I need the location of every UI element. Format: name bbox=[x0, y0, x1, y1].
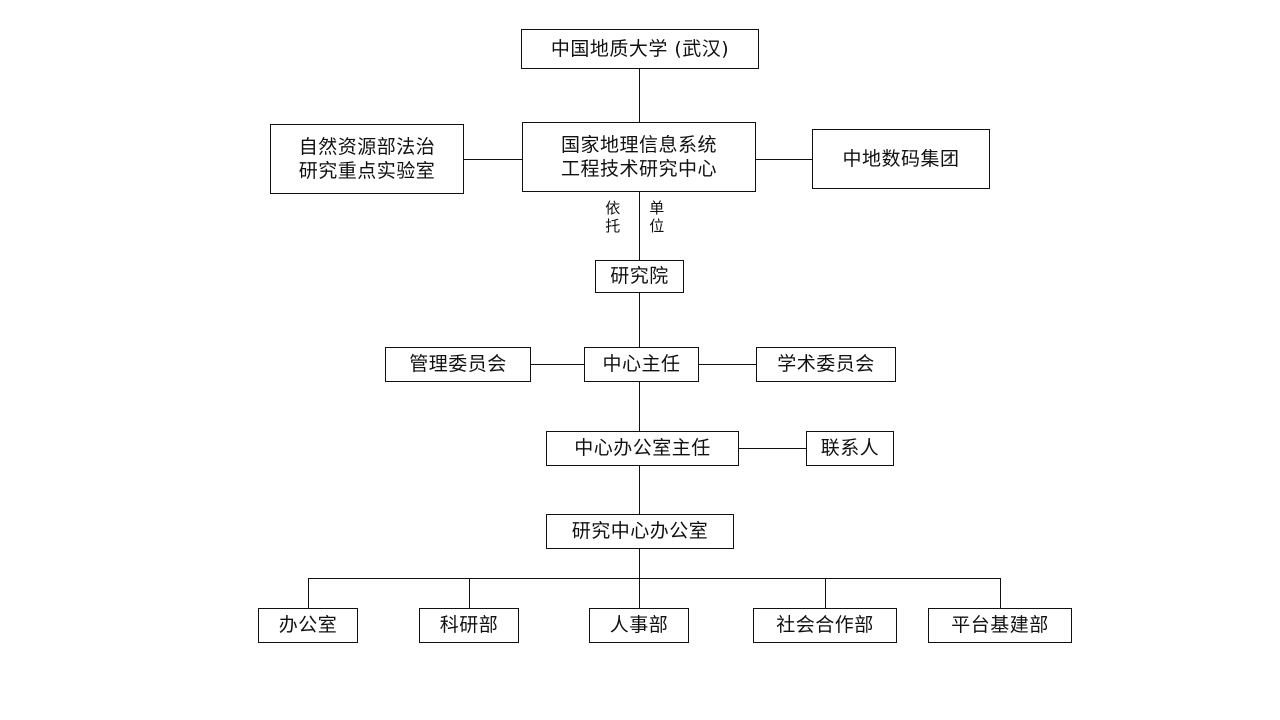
node-center-office-label: 研究中心办公室 bbox=[571, 520, 709, 543]
connector-drop-department-3 bbox=[639, 578, 641, 608]
connector-director-to-academic bbox=[698, 364, 756, 366]
edge-label-support-right: 单位 bbox=[648, 199, 666, 235]
node-center-director-label: 中心主任 bbox=[602, 353, 681, 376]
connector-center-to-institute bbox=[639, 192, 641, 261]
node-center-director[interactable]: 中心主任 bbox=[584, 347, 699, 382]
connector-keylab-to-center bbox=[464, 159, 522, 161]
node-department-research[interactable]: 科研部 bbox=[419, 608, 519, 643]
node-office-director[interactable]: 中心办公室主任 bbox=[546, 431, 739, 466]
connector-director-to-office-director bbox=[639, 382, 641, 431]
node-department-hr[interactable]: 人事部 bbox=[589, 608, 689, 643]
node-department-office-label: 办公室 bbox=[278, 614, 338, 637]
node-department-platform-construction[interactable]: 平台基建部 bbox=[928, 608, 1072, 643]
connector-center-to-zondy bbox=[756, 159, 812, 161]
edge-label-support-left-text: 依托 bbox=[605, 199, 621, 235]
connector-drop-department-4 bbox=[825, 578, 827, 608]
node-engineering-center-line2: 工程技术研究中心 bbox=[560, 158, 717, 180]
connector-center-office-stem bbox=[639, 548, 641, 579]
node-key-lab[interactable]: 自然资源部法治 研究重点实验室 bbox=[270, 124, 464, 194]
node-department-office[interactable]: 办公室 bbox=[258, 608, 358, 643]
connector-department-bus bbox=[308, 578, 1001, 580]
connector-office-director-to-contact bbox=[738, 448, 806, 450]
node-department-social-cooperation[interactable]: 社会合作部 bbox=[753, 608, 897, 643]
connector-institute-to-director bbox=[639, 292, 641, 347]
node-center-office[interactable]: 研究中心办公室 bbox=[546, 514, 734, 549]
node-university-label: 中国地质大学 (武汉) bbox=[550, 37, 730, 60]
node-department-research-label: 科研部 bbox=[439, 614, 499, 637]
node-contact-person-label: 联系人 bbox=[820, 437, 880, 460]
node-contact-person[interactable]: 联系人 bbox=[806, 431, 894, 466]
connector-office-director-to-center-office bbox=[639, 466, 641, 514]
node-department-hr-label: 人事部 bbox=[609, 614, 669, 637]
node-key-lab-line1: 自然资源部法治 bbox=[298, 135, 436, 158]
edge-label-support-left: 依托 bbox=[604, 199, 622, 235]
node-key-lab-line2: 研究重点实验室 bbox=[298, 160, 436, 182]
node-engineering-center[interactable]: 国家地理信息系统 工程技术研究中心 bbox=[522, 122, 756, 192]
node-department-platform-construction-label: 平台基建部 bbox=[951, 614, 1049, 637]
node-zondy-group-label: 中地数码集团 bbox=[842, 147, 960, 170]
connector-university-to-center bbox=[639, 69, 641, 125]
edge-label-support-right-text: 单位 bbox=[649, 199, 665, 235]
connector-drop-department-2 bbox=[469, 578, 471, 608]
node-management-committee-label: 管理委员会 bbox=[409, 353, 507, 376]
node-office-director-label: 中心办公室主任 bbox=[574, 437, 711, 460]
node-engineering-center-line1: 国家地理信息系统 bbox=[560, 133, 717, 156]
node-institute-label: 研究院 bbox=[610, 265, 669, 288]
node-academic-committee[interactable]: 学术委员会 bbox=[756, 347, 896, 382]
node-university[interactable]: 中国地质大学 (武汉) bbox=[521, 29, 759, 69]
node-institute[interactable]: 研究院 bbox=[595, 260, 684, 293]
connector-management-to-director bbox=[530, 364, 584, 366]
connector-drop-department-5 bbox=[1000, 578, 1002, 608]
node-zondy-group[interactable]: 中地数码集团 bbox=[812, 129, 990, 189]
node-department-social-cooperation-label: 社会合作部 bbox=[776, 614, 874, 637]
node-academic-committee-label: 学术委员会 bbox=[777, 353, 875, 376]
node-management-committee[interactable]: 管理委员会 bbox=[385, 347, 531, 382]
connector-drop-department-1 bbox=[308, 578, 310, 608]
